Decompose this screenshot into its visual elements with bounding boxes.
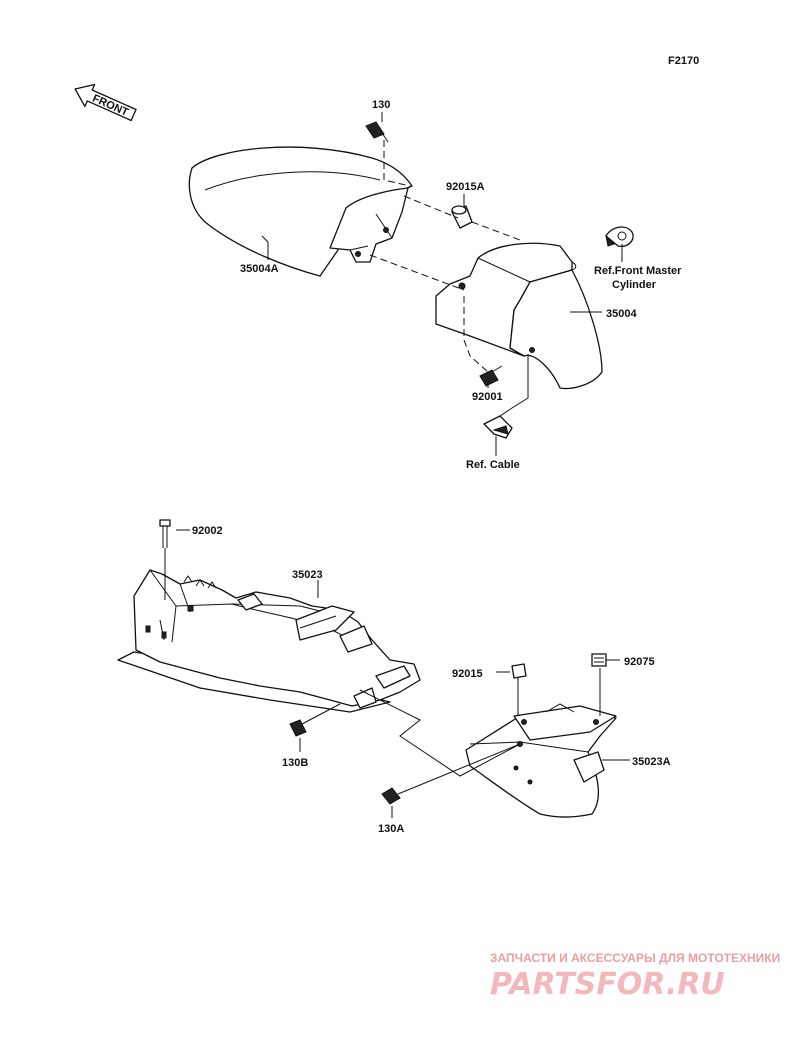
rear-flap-35023a (465, 703, 617, 818)
bolt-92002 (159, 519, 171, 548)
label-92015: 92015 (452, 668, 483, 680)
label-130a: 130A (378, 823, 404, 835)
assembly-line-collar (403, 195, 459, 219)
assembly-line-fender (369, 254, 465, 291)
cable-clamp (483, 415, 513, 439)
front-arrow-text: FRONT (91, 93, 131, 119)
nut-92015 (511, 663, 527, 679)
front-fender-rear-35004 (435, 242, 603, 390)
label-35023: 35023 (292, 569, 323, 581)
assembly-line-collar2 (471, 221, 521, 241)
leader-35004a (261, 235, 269, 260)
bolt-130a (381, 787, 401, 805)
assembly-line-130a (397, 743, 521, 795)
watermark-tagline: ЗАПЧАСТИ И АКСЕССУАРЫ ДЛЯ МОТОТЕХНИКИ (490, 951, 780, 965)
front-arrow-icon: FRONT (74, 83, 137, 122)
assembly-line-bolt (383, 140, 411, 187)
label-130: 130 (372, 99, 390, 111)
bolt-130b (289, 703, 341, 737)
collar-92015a (451, 205, 473, 229)
diagram-code: F2170 (668, 55, 699, 67)
assembly-line-92001 (463, 296, 489, 373)
label-92001: 92001 (472, 391, 503, 403)
clamp-ref-front-master (605, 226, 634, 247)
label-35023a: 35023A (632, 756, 671, 768)
label-92015a: 92015A (446, 181, 485, 193)
label-ref-front-master-line2: Cylinder (612, 279, 657, 291)
label-35004: 35004 (606, 308, 637, 320)
label-92002: 92002 (192, 525, 223, 537)
watermark-logo: PARTSFOR.RU (490, 967, 725, 1002)
label-92075: 92075 (624, 656, 655, 668)
assembly-line-cable (499, 354, 529, 417)
bolt-92001 (479, 365, 503, 387)
label-ref-cable: Ref. Cable (466, 459, 520, 471)
assembly-line-flap-upper (359, 689, 521, 777)
label-130b: 130B (282, 757, 308, 769)
bolt-92075 (591, 653, 607, 667)
rear-fender-35023 (117, 569, 421, 713)
label-ref-front-master-line1: Ref.Front Master (594, 265, 682, 277)
bolt-130 (365, 121, 389, 143)
label-35004a: 35004A (240, 263, 279, 275)
front-fender-front-35004a (188, 146, 413, 277)
